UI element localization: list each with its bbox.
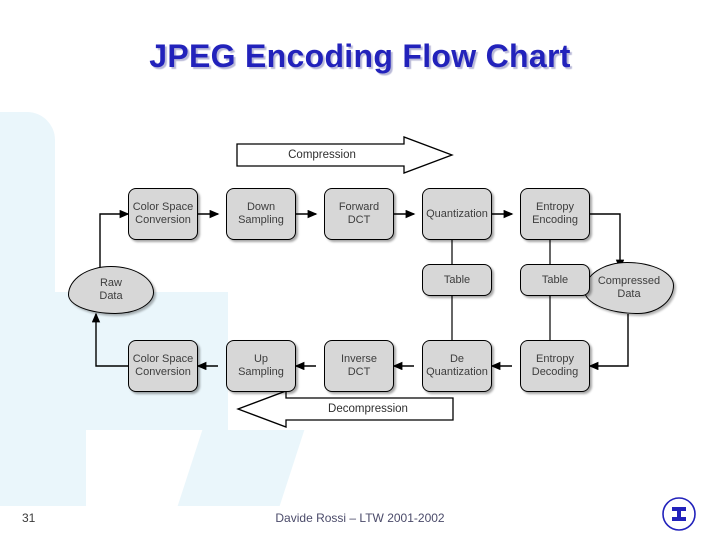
node-label-line2: DCT xyxy=(347,366,371,378)
node-label-line1: Up xyxy=(253,353,269,365)
band-compression-label: Compression xyxy=(288,149,356,161)
node-label-line1: Inverse xyxy=(340,353,378,365)
node-label-line1: Entropy xyxy=(536,353,574,365)
node-compressed-data: Compressed Data xyxy=(584,262,674,314)
node-forward-dct: Forward DCT xyxy=(324,188,394,240)
university-logo-icon xyxy=(662,497,696,531)
node-compressed-data-line1: Compressed xyxy=(597,275,661,287)
page-title: JPEG Encoding Flow Chart xyxy=(149,38,571,74)
node-label-line2: Conversion xyxy=(135,214,191,226)
arrow-right-shape xyxy=(236,136,454,174)
node-label-line1: Down xyxy=(246,201,276,213)
node-entropy-encoding: Entropy Encoding xyxy=(520,188,590,240)
node-label-line1: Table xyxy=(541,273,569,286)
node-quantization: Quantization xyxy=(422,188,492,240)
node-label-line2: Decoding xyxy=(531,366,579,378)
node-table-quantization: Table xyxy=(422,264,492,296)
node-label-line1: Quantization xyxy=(426,207,488,220)
node-label-line1: Entropy xyxy=(536,201,574,213)
footer-page-number: 31 xyxy=(22,511,36,525)
node-label-line2: Encoding xyxy=(532,214,578,226)
node-table-entropy: Table xyxy=(520,264,590,296)
node-inverse-dct: Inverse DCT xyxy=(324,340,394,392)
node-label-line2: Sampling xyxy=(238,214,284,226)
band-decompression: Decompression xyxy=(236,390,454,428)
footer-credit: Davide Rossi – LTW 2001-2002 xyxy=(275,511,445,525)
node-label-line1: Color Space xyxy=(132,201,194,213)
arrow-left-shape xyxy=(236,390,454,428)
node-label-line1: Color Space xyxy=(132,353,194,365)
band-decompression-label: Decompression xyxy=(328,403,408,415)
connector-lines xyxy=(91,209,629,371)
jpeg-flow-chart: Compression Decompression Raw Data Compr… xyxy=(60,118,700,448)
node-color-space-conversion-encode: Color Space Conversion xyxy=(128,188,198,240)
node-label-line2: Sampling xyxy=(238,366,284,378)
node-label-line1: Forward xyxy=(338,201,380,213)
node-de-quantization: De Quantization xyxy=(422,340,492,392)
band-compression: Compression xyxy=(236,136,454,174)
node-down-sampling: Down Sampling xyxy=(226,188,296,240)
node-raw-data-line1: Raw xyxy=(99,277,122,289)
node-raw-data: Raw Data xyxy=(68,266,154,314)
decor-shape-top-left xyxy=(0,112,55,292)
node-label-line1: Table xyxy=(443,273,471,286)
node-color-space-conversion-decode: Color Space Conversion xyxy=(128,340,198,392)
node-raw-data-line2: Data xyxy=(99,290,123,302)
node-label-line2: Conversion xyxy=(135,366,191,378)
node-label-line1: De xyxy=(449,353,465,365)
node-entropy-decoding: Entropy Decoding xyxy=(520,340,590,392)
node-label-line2: Quantization xyxy=(426,366,488,378)
node-up-sampling: Up Sampling xyxy=(226,340,296,392)
node-label-line2: DCT xyxy=(347,214,371,226)
node-compressed-data-line2: Data xyxy=(617,288,641,300)
